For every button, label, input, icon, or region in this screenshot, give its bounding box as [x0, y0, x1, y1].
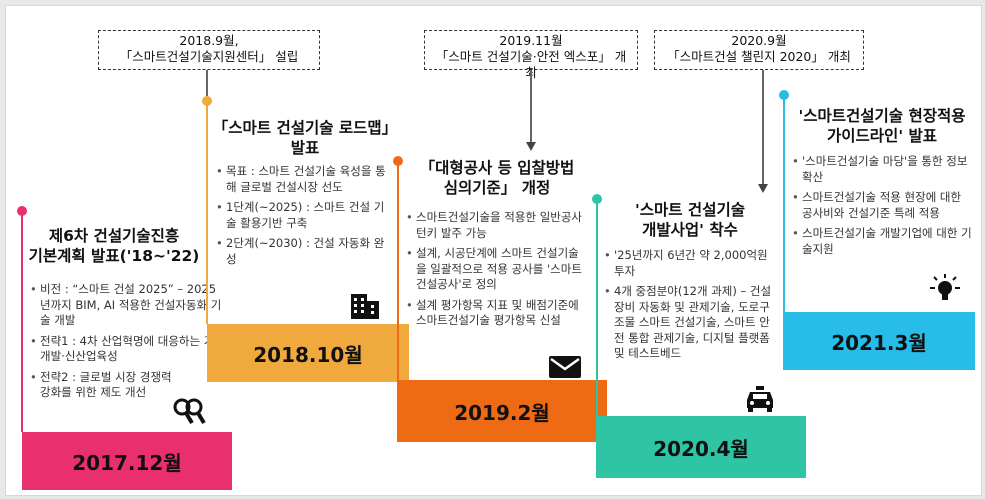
milestone-date: 2019.2월: [454, 400, 550, 425]
car-icon: [747, 386, 773, 412]
bullet-item: 스마트건설기술 적용 현장에 대한 공사비와 건설기준 특례 적용: [792, 190, 972, 221]
milestone-bullets: 비전 : “스마트 건설 2025” – 2025년까지 BIM, AI 적용한…: [30, 282, 226, 406]
milestone-bullets: '25년까지 6년간 약 2,000억원 투자 4개 중점분야(12개 과제) …: [604, 248, 778, 367]
milestone-dot: [779, 90, 789, 100]
milestone-bullets: '스마트건설기술 마당'을 통한 정보 확산 스마트건설기술 적용 현장에 대한…: [792, 154, 972, 262]
lightbulb-icon: [930, 274, 960, 300]
bullet-item: 스마트건설기술을 적용한 일반공사 턴키 발주 가능: [406, 210, 584, 241]
bullet-item: 목표 : 스마트 건설기술 육성을 통해 글로벌 건설시장 선도: [216, 164, 394, 195]
milestone-bullets: 스마트건설기술을 적용한 일반공사 턴키 발주 가능 설계, 시공단계에 스마트…: [406, 210, 584, 334]
milestone-title: 「대형공사 등 입찰방법 심의기준」 개정: [419, 159, 575, 197]
callout-text: 「스마트건설 챌린지 2020」 개최: [667, 49, 851, 64]
milestone-line: [596, 202, 598, 416]
building-icon: [351, 294, 379, 319]
bullet-item: 4개 중점분야(12개 과제) – 건설장비 자동화 및 관제기술, 도로구조물…: [604, 284, 778, 362]
milestone-dot: [17, 206, 27, 216]
milestone-date-box: 2021.3월: [783, 312, 975, 370]
milestone-line: [206, 104, 208, 324]
bullet-item: 비전 : “스마트 건설 2025” – 2025년까지 BIM, AI 적용한…: [30, 282, 226, 329]
milestone-date-box: 2019.2월: [397, 380, 607, 442]
bullet-item: 설계, 시공단계에 스마트 건설기술을 일괄적으로 적용 공사를 '스마트건설공…: [406, 246, 584, 293]
callout-expo: 2019.11월 「스마트 건설기술·안전 엑스포」 개최: [424, 30, 638, 80]
milestone-date-box: 2018.10월: [207, 324, 409, 382]
milestone-title: 제6차 건설기술진흥 기본계획 발표('18~'22): [28, 227, 200, 265]
bullet-item: 스마트건설기술 개발기업에 대한 기술지원: [792, 226, 972, 257]
callout-date: 2019.11월: [499, 33, 563, 48]
milestone-date: 2018.10월: [253, 342, 363, 367]
arrow-down-icon: [526, 142, 536, 151]
milestone-dot: [393, 156, 403, 166]
milestone-date: 2021.3월: [831, 330, 927, 355]
callout-challenge: 2020.9월 「스마트건설 챌린지 2020」 개최: [654, 30, 864, 70]
milestone-date-box: 2020.4월: [596, 416, 806, 478]
milestone-title: 「스마트 건설기술 로드맵」 발표: [212, 119, 398, 157]
milestone-line: [397, 164, 399, 380]
milestone-dot: [592, 194, 602, 204]
bullet-item: '스마트건설기술 마당'을 통한 정보 확산: [792, 154, 972, 185]
milestone-date-box: 2017.12월: [22, 432, 232, 490]
milestone-line: [21, 214, 23, 432]
callout-connector: [206, 70, 208, 96]
bullet-item: 1단계(~2025) : 스마트 건설 기술 활용기반 구축: [216, 200, 394, 231]
callout-connector: [530, 70, 532, 142]
callout-date: 2018.9월,: [179, 33, 239, 48]
bullet-item: 전략1 : 4차 산업혁명에 대응하는 기술개발·신산업육성: [30, 334, 226, 365]
callout-support-center: 2018.9월, 「스마트건설기술지원센터」 설립: [98, 30, 320, 70]
bullet-item: 설계 평가항목 지표 및 배점기준에 스마트건설기술 평가항목 신설: [406, 298, 584, 329]
callout-connector: [762, 70, 764, 184]
bullet-item: 2단계(~2030) : 건설 자동화 완성: [216, 236, 394, 267]
bullet-item: '25년까지 6년간 약 2,000억원 투자: [604, 248, 778, 279]
bullet-item: 전략2 : 글로벌 시장 경쟁력 강화를 위한 제도 개선: [30, 370, 180, 401]
milestone-title: '스마트건설기술 현장적용 가이드라인' 발표: [798, 107, 966, 145]
milestone-dot: [202, 96, 212, 106]
milestone-bullets: 목표 : 스마트 건설기술 육성을 통해 글로벌 건설시장 선도 1단계(~20…: [216, 164, 394, 272]
envelope-icon: [549, 356, 581, 378]
arrow-down-icon: [758, 184, 768, 193]
callout-date: 2020.9월: [731, 33, 787, 48]
magnifier-icon: [173, 398, 206, 425]
milestone-title: '스마트 건설기술 개발사업' 착수: [635, 201, 745, 239]
callout-text: 「스마트건설기술지원센터」 설립: [119, 49, 299, 64]
milestone-date: 2017.12월: [72, 450, 182, 475]
milestone-line: [783, 98, 785, 312]
milestone-date: 2020.4월: [653, 436, 749, 461]
